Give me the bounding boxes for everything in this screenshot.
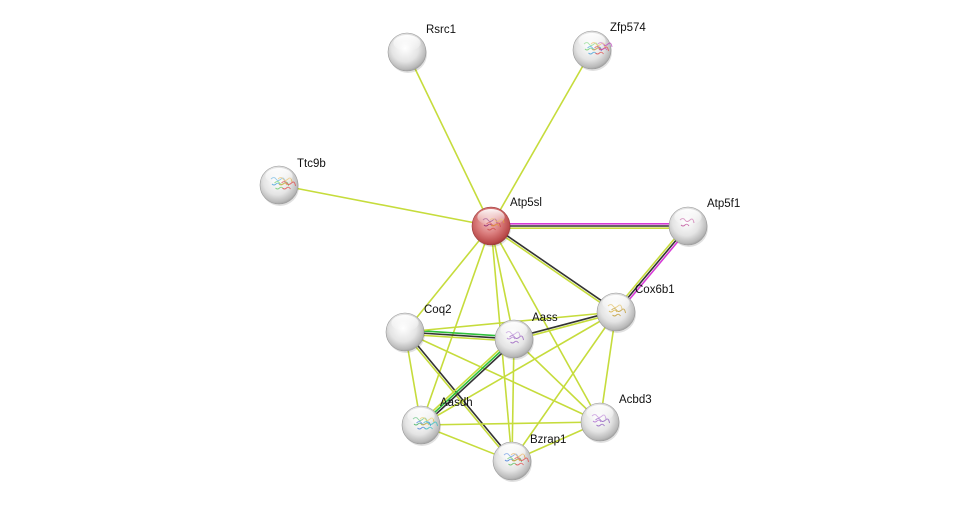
edge-cox6b1-bzrap1[interactable] (511, 311, 617, 462)
node-highlight (586, 405, 614, 421)
node-highlight (477, 209, 505, 225)
edge-line-textmining (420, 311, 617, 426)
edge-cox6b1-aasdh[interactable] (420, 311, 617, 426)
edge-atp5sl-cox6b1[interactable] (489, 224, 618, 314)
node-label: Bzrap1 (530, 434, 566, 446)
edge-line-textmining (513, 338, 601, 423)
node-aass[interactable]: Aass (494, 312, 558, 360)
edge-line-database (420, 338, 515, 426)
node-label: Acbd3 (619, 394, 652, 406)
edge-line-textmining (489, 226, 616, 314)
edge-line-coexpression (421, 340, 517, 428)
node-highlight (674, 209, 702, 225)
node-zfp574[interactable]: Zfp574 (572, 22, 646, 71)
node-atp5f1[interactable]: Atp5f1 (668, 198, 740, 247)
edge-line-textmining (490, 225, 601, 423)
node-highlight (265, 168, 293, 184)
edge-line-textmining (420, 225, 492, 426)
edge-line-textmining (278, 184, 492, 227)
node-label: Aass (532, 312, 558, 324)
edge-line-textmining (418, 336, 514, 424)
edge-atp5sl-rsrc1[interactable] (406, 51, 492, 227)
node-rsrc1[interactable]: Rsrc1 (387, 24, 456, 73)
edge-line-textmining (403, 332, 512, 463)
edge-aass-acbd3[interactable] (513, 338, 601, 423)
edge-line-textmining (420, 421, 601, 426)
node-highlight (407, 408, 435, 424)
node-atp5sl[interactable]: Atp5sl (471, 197, 542, 247)
node-label: Atp5f1 (707, 198, 740, 210)
node-highlight (602, 295, 630, 311)
edge-line-coexpression (491, 224, 618, 312)
edge-atp5sl-aasdh[interactable] (420, 225, 492, 426)
edge-line-textmining (511, 338, 515, 462)
edge-aasdh-acbd3[interactable] (420, 421, 601, 426)
node-label: Atp5sl (510, 197, 542, 209)
node-label: Ttc9b (297, 158, 326, 170)
node-label: Aasdh (440, 397, 473, 409)
node-bzrap1[interactable]: Bzrap1 (492, 434, 566, 482)
node-ttc9b[interactable]: Ttc9b (259, 158, 326, 206)
node-cox6b1[interactable]: Cox6b1 (596, 284, 675, 333)
edge-atp5sl-ttc9b[interactable] (278, 184, 492, 227)
edge-atp5sl-zfp574[interactable] (490, 49, 593, 227)
node-label: Cox6b1 (635, 284, 675, 296)
edge-atp5sl-acbd3[interactable] (490, 225, 601, 423)
edge-coq2-bzrap1[interactable] (403, 330, 514, 463)
node-highlight (500, 322, 528, 338)
node-highlight (498, 444, 526, 460)
edge-aass-aasdh[interactable] (418, 336, 517, 428)
node-highlight (393, 35, 421, 51)
node-acbd3[interactable]: Acbd3 (580, 394, 652, 443)
edge-line-textmining (406, 51, 492, 227)
node-label: Coq2 (424, 304, 452, 316)
node-coq2[interactable]: Coq2 (385, 304, 452, 353)
edges-layer (278, 49, 691, 463)
node-label: Rsrc1 (426, 24, 456, 36)
edge-atp5sl-atp5f1[interactable] (491, 223, 688, 229)
edge-line-coexpression (405, 330, 514, 461)
edge-line-textmining (511, 311, 617, 462)
node-highlight (391, 315, 419, 331)
edge-atp5sl-coq2[interactable] (404, 225, 492, 333)
node-label: Zfp574 (610, 22, 646, 34)
edge-line-textmining (490, 49, 593, 227)
node-aasdh[interactable]: Aasdh (401, 397, 473, 446)
edge-line-textmining (404, 225, 492, 333)
edge-aass-bzrap1[interactable] (511, 338, 515, 462)
node-highlight (578, 33, 606, 49)
